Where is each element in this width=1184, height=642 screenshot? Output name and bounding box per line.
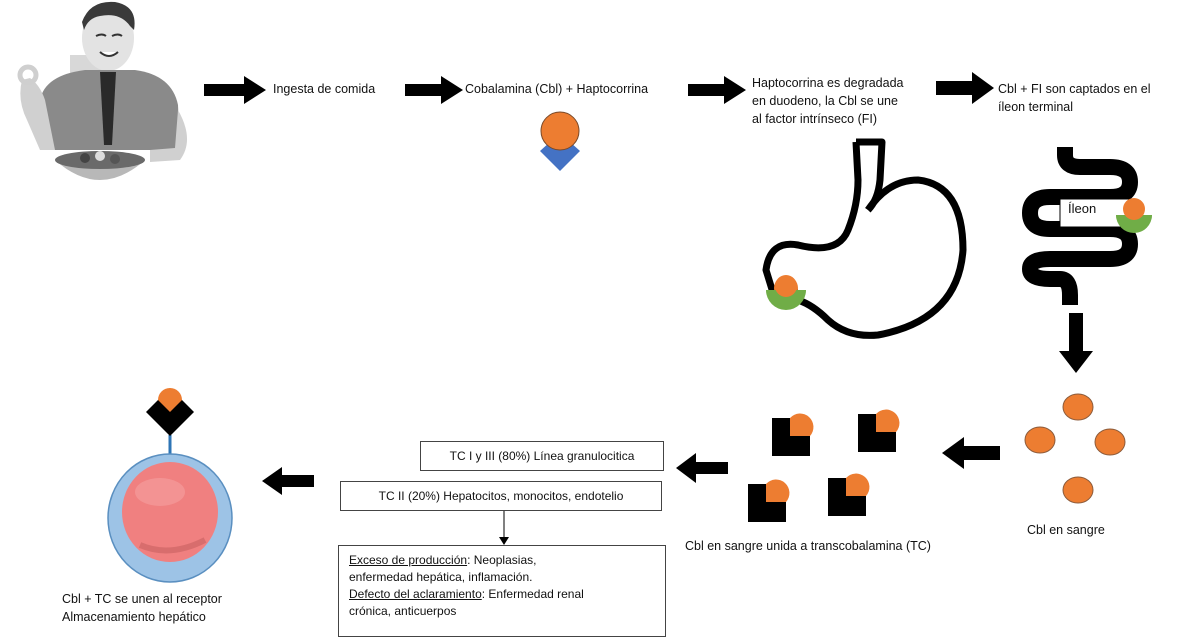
person-eating-illustration — [17, 1, 188, 180]
tc2-box: TC II (20%) Hepatocitos, monocitos, endo… — [340, 481, 662, 511]
cobalamin-transcobalamin-icon — [748, 409, 900, 522]
tc1-box: TC I y III (80%) Línea granulocitica — [420, 441, 664, 471]
step-label-cobalamina: Cobalamina (Cbl) + Haptocorrina — [465, 82, 649, 96]
arrow-right-icon — [405, 76, 463, 104]
cobalamin-in-blood-icon — [1024, 393, 1126, 504]
arrow-right-icon — [936, 72, 994, 104]
causes-box: Exceso de producción: Neoplasias, enferm… — [338, 545, 666, 637]
exceso-title: Exceso de producción — [349, 553, 468, 567]
defecto-text: : Enfermedad renal — [481, 587, 584, 601]
ileon-label: Íleon — [1068, 201, 1097, 216]
arrow-right-icon — [204, 76, 266, 104]
arrow-left-icon — [676, 453, 728, 483]
step-label-captados-line1: Cbl + FI son captados en el — [998, 82, 1151, 96]
step-label-haptocorrina-line3: al factor intrínseco (FI) — [752, 112, 878, 126]
hepatic-cell-receptor-icon — [107, 388, 233, 583]
arrow-left-icon — [942, 437, 1000, 469]
step-label-captados-line2: íleon terminal — [998, 100, 1074, 114]
arrow-right-icon — [688, 76, 746, 104]
step-label-haptocorrina-line2: en duodeno, la Cbl se une — [752, 94, 898, 108]
step-label-haptocorrina-line1: Haptocorrina es degradada — [752, 76, 904, 90]
defecto-title: Defecto del aclaramiento — [349, 587, 482, 601]
exceso-text-2: enfermedad hepática, inflamación. — [349, 570, 533, 584]
step-label-receptor-line1: Cbl + TC se unen al receptor — [62, 592, 222, 606]
intestine-icon — [1022, 147, 1152, 305]
stomach-icon — [762, 138, 967, 339]
connector-arrow-icon — [499, 511, 509, 545]
exceso-text: : Neoplasias, — [467, 553, 537, 567]
arrow-left-icon — [262, 467, 314, 495]
cobalamin-haptocorrin-icon — [540, 111, 580, 171]
step-label-ingesta: Ingesta de comida — [273, 82, 376, 96]
step-label-cbl-sangre: Cbl en sangre — [1027, 523, 1105, 537]
step-label-cbl-tc: Cbl en sangre unida a transcobalamina (T… — [685, 539, 931, 553]
arrow-down-icon — [1059, 313, 1093, 373]
defecto-text-2: crónica, anticuerpos — [349, 604, 457, 618]
step-label-receptor-line2: Almacenamiento hepático — [62, 610, 206, 624]
